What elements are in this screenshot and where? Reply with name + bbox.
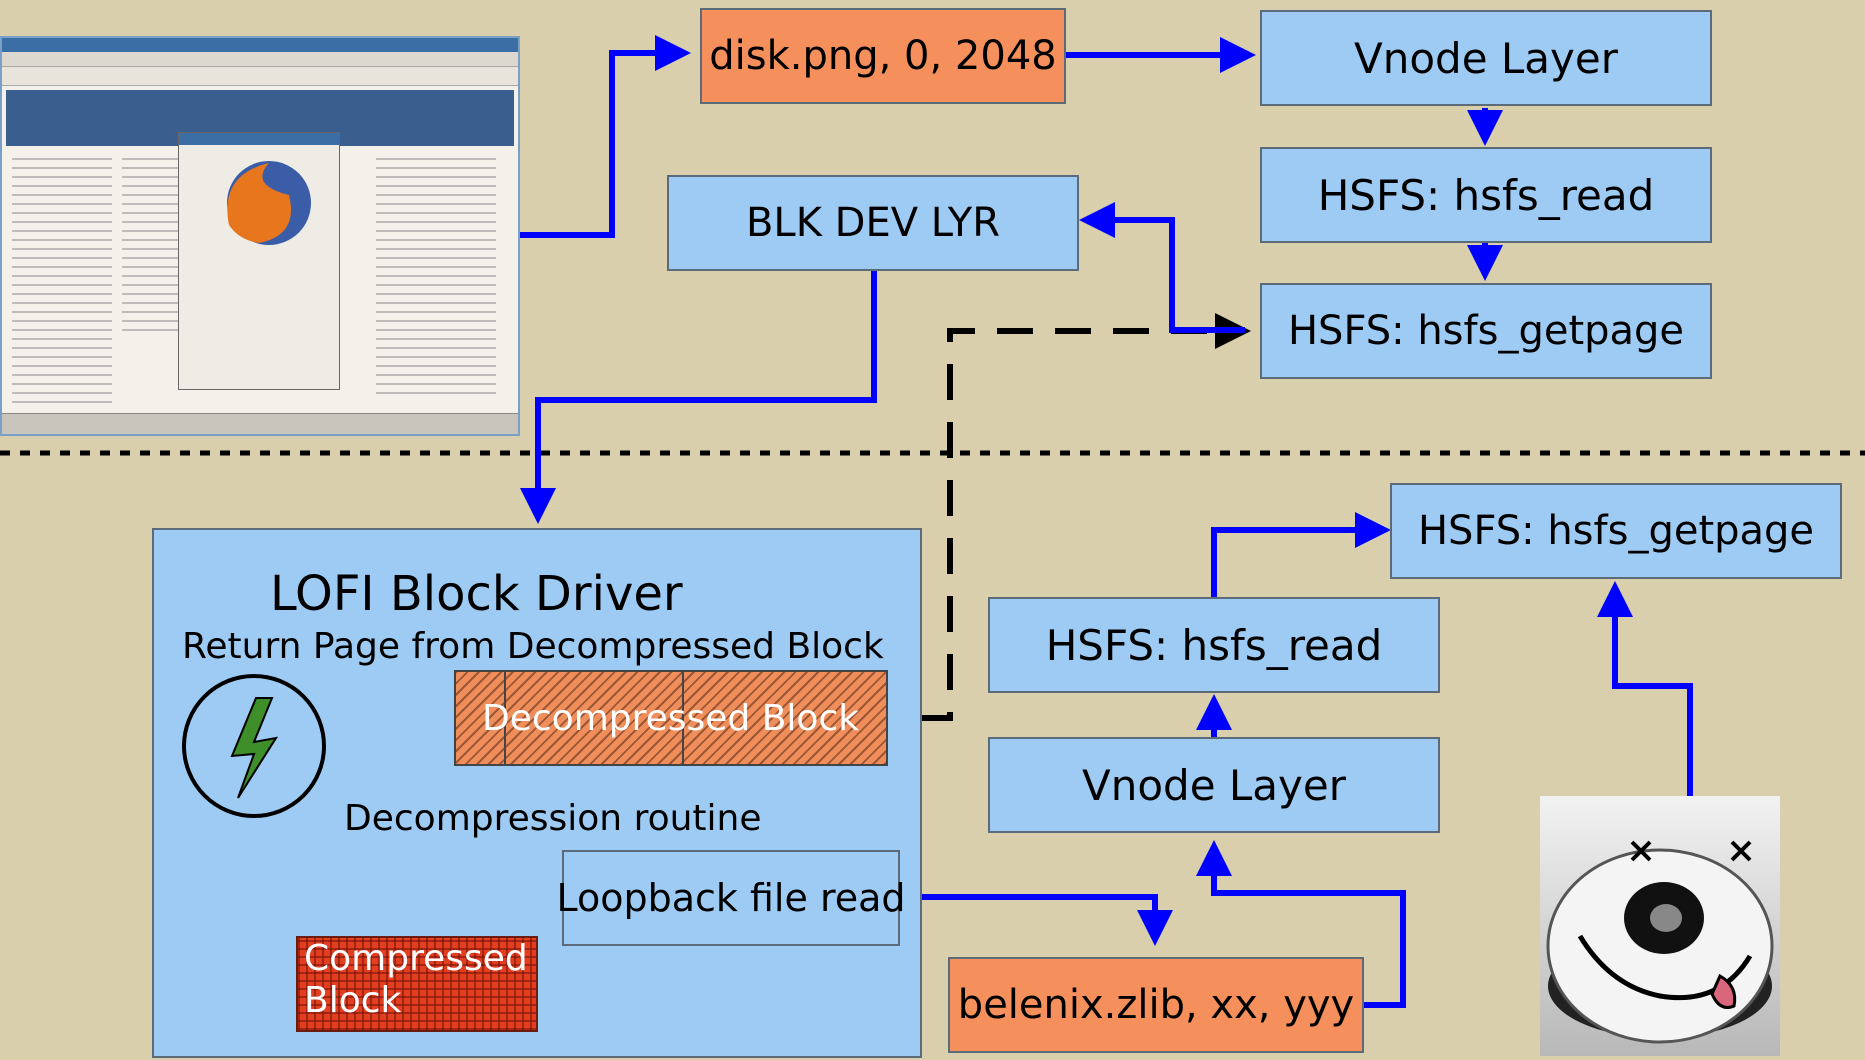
thumbnail-column [376, 158, 496, 398]
blk-dev-lyr-label: BLK DEV LYR [745, 200, 1001, 246]
thumbnail-titlebar [2, 38, 518, 52]
thumbnail-menubar [2, 52, 518, 67]
lofi-title: LOFI Block Driver [270, 566, 683, 622]
lofi-subtitle: Return Page from Decompressed Block [182, 626, 884, 667]
thumbnail-taskbar [2, 413, 518, 434]
block-divider [682, 672, 684, 764]
disk-image-label: disk.png, 0, 2048 [709, 33, 1057, 79]
cd-disc-drawing [1546, 840, 1774, 1044]
arrow-getpage-to-blkdev [1079, 202, 1245, 333]
thumbnail-dialog [178, 132, 340, 390]
thumbnail-column [12, 158, 112, 408]
arrow-zlib-to-vnode [1196, 840, 1406, 1008]
firefox-logo-icon [227, 161, 311, 245]
arrow-cd-to-getpage [1597, 581, 1693, 796]
thumbnail-column [122, 158, 182, 338]
arrow-screenshot-to-disk [520, 35, 691, 238]
vnode-layer-label: Vnode Layer [1354, 33, 1618, 83]
hsfs-read-label: HSFS: hsfs_read [1317, 170, 1655, 220]
zlib-file-box: belenix.zlib, xx, yyy [948, 957, 1364, 1053]
arrow-loopback-to-zlib [900, 894, 1173, 946]
vnode-layer-label-bottom: Vnode Layer [1082, 760, 1346, 810]
cd-disc-icon [1540, 796, 1780, 1056]
hsfs-getpage-box-bottom: HSFS: hsfs_getpage [1390, 483, 1842, 579]
decompressed-block-label: Decompressed Block [482, 697, 860, 739]
vnode-layer-box: Vnode Layer [1260, 10, 1712, 106]
decompressed-block: Decompressed Block [454, 670, 888, 766]
arrow-blkdev-to-lofi [520, 268, 877, 524]
hsfs-read-box: HSFS: hsfs_read [1260, 147, 1712, 243]
arrow-read-to-getpage-bottom [1211, 512, 1391, 597]
disk-image-box: disk.png, 0, 2048 [700, 8, 1066, 104]
firefox-screenshot-thumbnail [0, 36, 520, 436]
decompression-routine-label: Decompression routine [344, 798, 762, 839]
lightning-icon [182, 674, 326, 818]
compressed-block-line2: Block [304, 980, 402, 1021]
hsfs-read-box-bottom: HSFS: hsfs_read [988, 597, 1440, 693]
hsfs-getpage-label-bottom: HSFS: hsfs_getpage [1417, 508, 1815, 554]
thumbnail-toolbar [2, 67, 518, 86]
hsfs-read-label-bottom: HSFS: hsfs_read [1045, 620, 1383, 670]
compressed-block: Compressed Block [296, 936, 538, 1032]
zlib-file-label: belenix.zlib, xx, yyy [957, 982, 1355, 1028]
hsfs-getpage-label: HSFS: hsfs_getpage [1287, 308, 1685, 354]
compressed-block-line1: Compressed [304, 938, 528, 979]
vnode-layer-box-bottom: Vnode Layer [988, 737, 1440, 833]
loopback-read-box: Loopback file read [556, 850, 906, 946]
loopback-read-label: Loopback file read [556, 876, 906, 920]
blk-dev-lyr-box: BLK DEV LYR [667, 175, 1079, 271]
hsfs-getpage-box: HSFS: hsfs_getpage [1260, 283, 1712, 379]
thumbnail-dialog-title [179, 133, 339, 145]
block-divider [504, 672, 506, 764]
